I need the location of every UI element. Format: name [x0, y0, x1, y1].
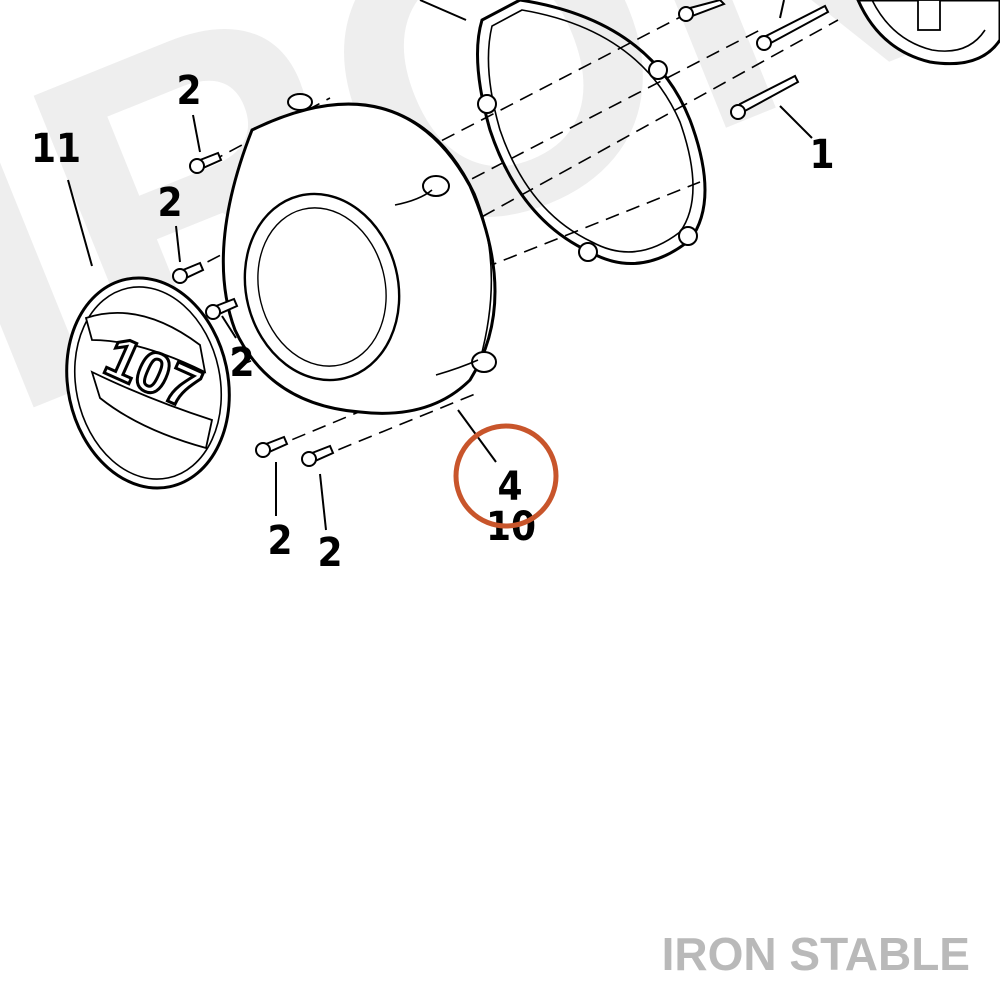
gasket-notch-top [648, 60, 668, 80]
cover-mount-tab-top [287, 93, 313, 111]
screw-5 [301, 444, 335, 467]
long-bolts [678, 0, 830, 120]
leader-top [419, 0, 467, 21]
highlight-ring [453, 423, 559, 529]
callout-2-middle: 2 [229, 340, 254, 386]
brand-logo-text: IRON STABLE [662, 928, 970, 980]
callout-2-lower-right: 2 [317, 530, 342, 576]
callout-2-upper: 2 [157, 180, 182, 226]
leader-2b [175, 225, 181, 263]
main-cover [221, 93, 497, 415]
screw-3 [205, 297, 239, 320]
long-bolt-2 [756, 4, 830, 51]
emblem-badge: 107 [65, 276, 231, 490]
long-bolt-3 [678, 0, 726, 22]
screw-4 [255, 435, 289, 458]
callout-4: 4 [497, 464, 522, 510]
axis-line-f [317, 391, 481, 459]
cover-inner-ring [257, 207, 387, 367]
short-screws [172, 151, 335, 467]
leader-top-right [779, 0, 785, 19]
leader-2c [221, 315, 237, 339]
gasket-notch-bottom [578, 242, 598, 262]
emblem-upper-band [84, 312, 207, 374]
leader-11 [67, 179, 93, 267]
cover-center-face [243, 192, 401, 382]
leader-1 [779, 105, 813, 139]
cover-rim [295, 103, 493, 361]
callout-11: 11 [31, 126, 81, 172]
callout-1: 1 [809, 132, 834, 178]
gasket-notch-right [678, 226, 698, 246]
housing-partial [856, 0, 1000, 66]
leader-2e [319, 473, 327, 531]
long-bolt-1 [730, 74, 800, 120]
gasket [476, 0, 707, 265]
gasket-notch-left [477, 94, 497, 114]
leader-2a [192, 114, 201, 153]
leader-lines [67, 0, 813, 531]
cover-mount-tab-bottom [471, 351, 497, 373]
screw-2 [172, 261, 205, 284]
callout-2-lower-left: 2 [267, 518, 292, 564]
callout-2-top: 2 [176, 68, 201, 114]
screw-1 [189, 151, 223, 174]
emblem-lower-band [90, 370, 214, 450]
